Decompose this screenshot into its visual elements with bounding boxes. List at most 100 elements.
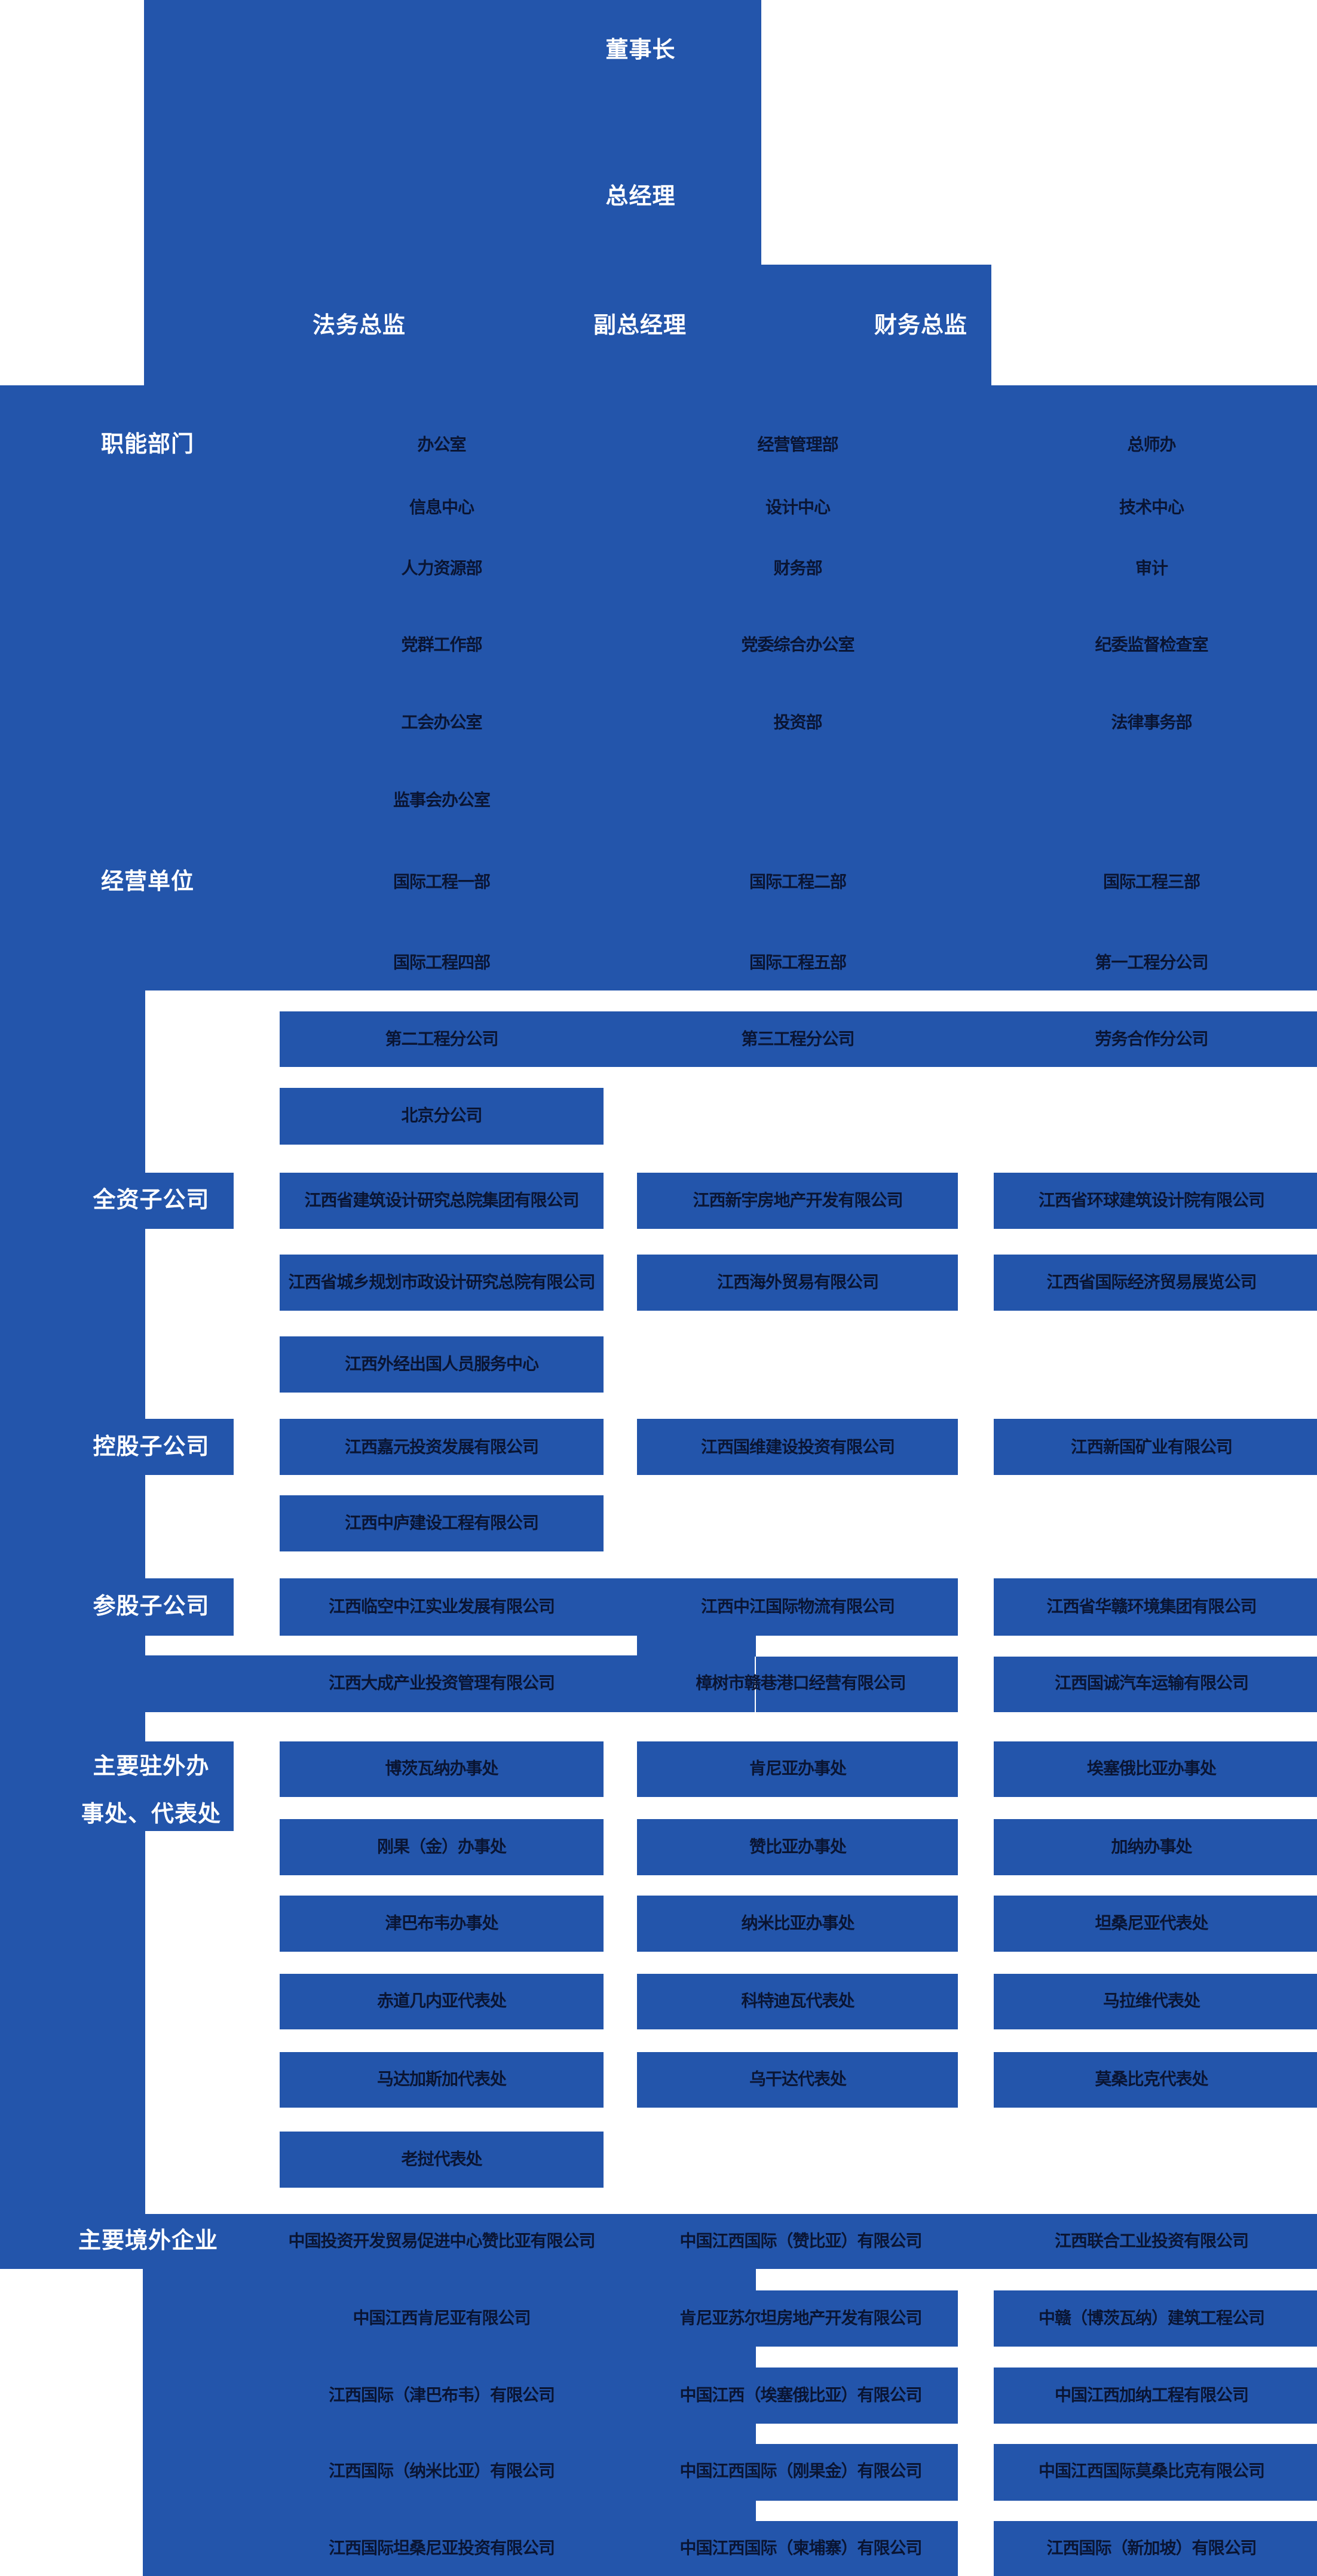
dept-design-center: 设计中心 <box>765 498 831 517</box>
top-block-directors <box>144 265 991 385</box>
dept-supervisory-board-office: 监事会办公室 <box>393 790 491 809</box>
office-cote-divoire: 科特迪瓦代表处 <box>741 1991 854 2010</box>
box-r22-c3 <box>994 2052 1317 2108</box>
company-kenya-sultan-realestate: 肯尼亚苏尔坦房地产开发有限公司 <box>679 2308 922 2327</box>
dept-technology-center: 技术中心 <box>1119 498 1184 517</box>
office-ethiopia: 埃塞俄比亚办事处 <box>1086 1759 1217 1778</box>
box-r21-c1 <box>280 1974 604 2029</box>
company-jxintl-tanzania-investment: 江西国际坦桑尼亚投资有限公司 <box>328 2538 555 2557</box>
dept-information-center: 信息中心 <box>409 498 474 517</box>
box-r21-c3 <box>994 1974 1317 2029</box>
company-zhonggan-botswana: 中赣（博茨瓦纳）建筑工程公司 <box>1038 2308 1265 2327</box>
label-block-offices <box>0 1741 234 1831</box>
company-dacheng-investment: 江西大成产业投资管理有限公司 <box>328 1673 555 1692</box>
box-r28-c2 <box>756 2521 958 2576</box>
company-cjic-cambodia: 中国江西国际（柬埔寨）有限公司 <box>679 2538 922 2557</box>
company-cjic-congo-drc: 中国江西国际（刚果金）有限公司 <box>679 2461 922 2480</box>
section-label-business: 经营单位 <box>100 869 195 895</box>
unit-eng-branch-2: 第二工程分公司 <box>385 1029 498 1048</box>
unit-eng-branch-3: 第三工程分公司 <box>741 1029 854 1048</box>
title-deputy-general-manager: 副总经理 <box>593 313 687 339</box>
dept-chief-engineer-office: 总师办 <box>1127 435 1176 454</box>
company-intl-trade-expo: 江西省国际经济贸易展览公司 <box>1046 1272 1257 1292</box>
company-cidtpc-zambia: 中国投资开发贸易促进中心赞比亚有限公司 <box>288 2231 595 2250</box>
unit-intl-eng-2: 国际工程二部 <box>749 872 847 891</box>
company-cjic-zambia: 中国江西国际（赞比亚）有限公司 <box>679 2231 922 2250</box>
office-laos: 老挝代表处 <box>401 2149 482 2169</box>
title-legal-director: 法务总监 <box>312 313 406 339</box>
merged-block-overseas-left <box>143 2269 756 2576</box>
box-r11-c3 <box>994 1173 1317 1229</box>
box-r20-c3 <box>994 1896 1317 1952</box>
unit-intl-eng-3: 国际工程三部 <box>1102 872 1200 891</box>
box-r12-c1 <box>280 1255 604 1311</box>
company-guowei-construction: 江西国维建设投资有限公司 <box>700 1437 895 1456</box>
section-label-holding: 控股子公司 <box>93 1434 210 1460</box>
box-r18-c1 <box>280 1741 604 1797</box>
merged-block-r17 <box>145 1655 755 1712</box>
company-overseas-personnel-service: 江西外经出国人员服务中心 <box>344 1354 539 1373</box>
box-r11-c2 <box>637 1173 958 1229</box>
office-namibia: 纳米比亚办事处 <box>741 1913 854 1933</box>
box-r17-c3 <box>994 1657 1317 1712</box>
office-zimbabwe: 津巴布韦办事处 <box>385 1913 498 1933</box>
company-cjic-mozambique: 中国江西国际莫桑比克有限公司 <box>1038 2461 1265 2480</box>
section-label-minority: 参股子公司 <box>93 1594 210 1620</box>
box-r11-c1 <box>280 1173 604 1229</box>
dept-operation-management: 经营管理部 <box>757 435 838 454</box>
company-cjic-kenya: 中国江西肯尼亚有限公司 <box>353 2308 531 2327</box>
box-beijing-branch <box>280 1088 604 1145</box>
box-r19-c2 <box>637 1819 958 1875</box>
company-huagan-environment: 江西省华赣环境集团有限公司 <box>1046 1597 1257 1616</box>
company-jxintl-singapore: 江西国际（新加坡）有限公司 <box>1046 2538 1257 2557</box>
box-r26-c2 <box>756 2368 958 2424</box>
office-kenya: 肯尼亚办事处 <box>749 1759 847 1778</box>
unit-intl-eng-1: 国际工程一部 <box>393 872 491 891</box>
dept-investment: 投资部 <box>773 713 822 732</box>
title-finance-director: 财务总监 <box>874 313 968 339</box>
company-cjx-ghana-engineering: 中国江西加纳工程有限公司 <box>1054 2385 1249 2405</box>
box-r19-c1 <box>280 1819 604 1875</box>
box-r19-c3 <box>994 1819 1317 1875</box>
band-overseas-label-row <box>0 2214 1317 2269</box>
top-block-chairman <box>144 0 761 265</box>
dept-finance: 财务部 <box>773 559 822 578</box>
box-r14-c2 <box>637 1419 958 1475</box>
company-zhangshu-port: 樟树市赣巷港口经营有限公司 <box>696 1673 906 1692</box>
company-xinguo-mining: 江西新国矿业有限公司 <box>1070 1437 1233 1456</box>
company-arch-design-institute: 江西省建筑设计研究总院集团有限公司 <box>304 1191 579 1210</box>
box-r20-c2 <box>637 1896 958 1952</box>
dept-party-committee-office: 党委综合办公室 <box>741 635 854 654</box>
company-jiayuan-investment: 江西嘉元投资发展有限公司 <box>344 1437 539 1456</box>
box-r23-c1 <box>280 2132 604 2188</box>
box-r18-c2 <box>637 1741 958 1797</box>
box-r14-c1 <box>280 1419 604 1475</box>
label-block-wholly-owned <box>0 1173 234 1229</box>
unit-beijing-branch: 北京分公司 <box>401 1106 482 1125</box>
company-xinyu-realestate: 江西新宇房地产开发有限公司 <box>693 1191 903 1210</box>
box-r12-c2 <box>637 1255 958 1311</box>
title-general-manager: 总经理 <box>605 184 676 210</box>
box-r25-c2 <box>756 2290 958 2347</box>
label-block-holding <box>0 1419 234 1475</box>
office-botswana: 博茨瓦纳办事处 <box>385 1759 498 1778</box>
box-r22-c1 <box>280 2052 604 2108</box>
section-label-overseas: 主要境外企业 <box>78 2228 219 2254</box>
box-r25-c3 <box>994 2290 1317 2347</box>
dept-discipline-inspection: 纪委监督检查室 <box>1095 635 1208 654</box>
company-cjx-ethiopia: 中国江西（埃塞俄比亚）有限公司 <box>679 2385 922 2405</box>
box-r16-c3 <box>994 1578 1317 1636</box>
box-r14-c3 <box>994 1419 1317 1475</box>
box-r26-c3 <box>994 2368 1317 2424</box>
section-label-offices: 主要驻外办 事处、代表处 <box>81 1754 222 1827</box>
unit-eng-branch-1: 第一工程分公司 <box>1095 953 1208 972</box>
company-jxintl-namibia: 江西国际（纳米比亚）有限公司 <box>328 2461 555 2480</box>
company-urban-planning-institute: 江西省城乡规划市政设计研究总院有限公司 <box>288 1272 595 1292</box>
company-global-arch-design: 江西省环球建筑设计院有限公司 <box>1038 1191 1265 1210</box>
box-r13-c1 <box>280 1336 604 1393</box>
office-mozambique: 莫桑比克代表处 <box>1095 2069 1208 2089</box>
box-r16-c2 <box>637 1578 958 1636</box>
unit-intl-eng-4: 国际工程四部 <box>393 953 491 972</box>
connector-r16 <box>604 1578 637 1636</box>
